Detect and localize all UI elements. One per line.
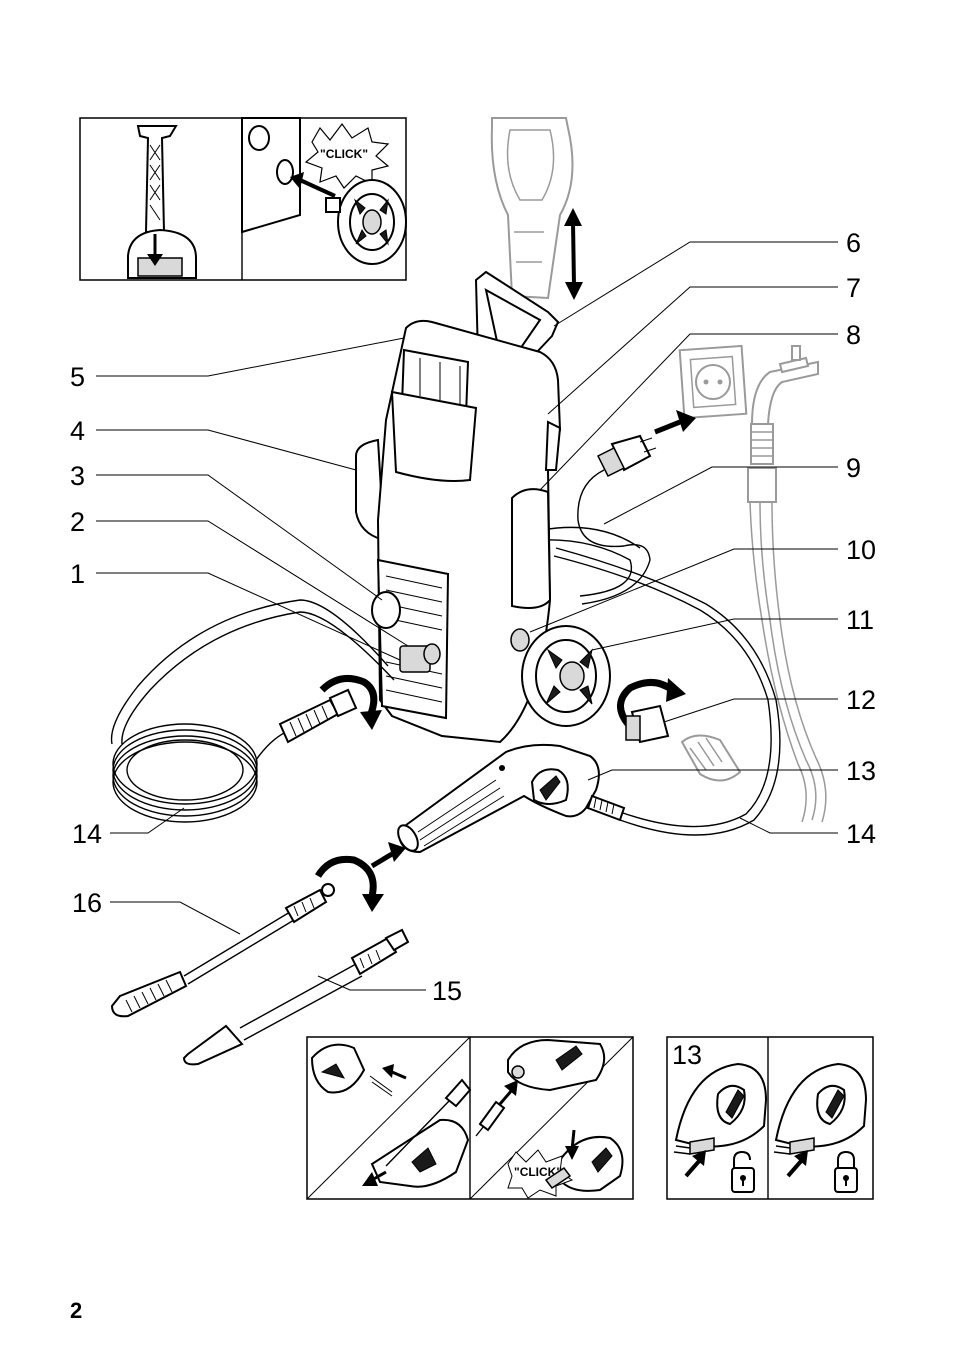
arrow-icon — [290, 172, 336, 198]
lock-closed-icon — [834, 1150, 858, 1193]
arrow-icon — [654, 410, 696, 435]
arrow-icon — [362, 1170, 387, 1186]
arrow-icon — [786, 1150, 808, 1178]
callout-labels: 1 2 3 4 5 6 7 8 9 10 11 12 13 14 14 15 1… — [70, 228, 876, 1006]
click-label: "CLICK" — [320, 147, 368, 161]
click-label-2: "CLICK" — [514, 1165, 562, 1179]
callout-6: 6 — [846, 228, 861, 258]
page-number: 2 — [70, 1298, 82, 1323]
tap-icon — [747, 345, 827, 823]
callout-3: 3 — [70, 461, 85, 491]
pressure-washer-body — [355, 270, 611, 744]
callout-15: 15 — [432, 976, 462, 1006]
callout-5: 5 — [70, 362, 85, 392]
callout-4: 4 — [70, 416, 85, 446]
callout-14-left: 14 — [72, 819, 102, 849]
arrow-icon — [498, 1080, 518, 1105]
arrow-icon — [382, 1064, 407, 1080]
power-plug — [539, 434, 657, 605]
wheel-click-illustration: "CLICK" — [241, 117, 407, 265]
callout-13: 13 — [846, 756, 876, 786]
lock-panel-label: 13 — [672, 1040, 702, 1070]
rotate-arrow-icon — [319, 674, 382, 730]
handle-insert-illustration — [127, 125, 197, 279]
inset-gun-hose-panel: "CLICK" — [306, 1036, 634, 1200]
spray-lance-15 — [182, 928, 410, 1066]
callout-12: 12 — [846, 685, 876, 715]
arrow-icon — [147, 234, 163, 266]
rotate-arrow-icon — [314, 855, 384, 912]
arrow-icon — [370, 842, 406, 869]
callout-11: 11 — [846, 605, 874, 635]
arrow-icon — [565, 1129, 579, 1160]
callout-7: 7 — [846, 273, 861, 303]
callout-16: 16 — [72, 888, 102, 918]
rotate-arrow-icon — [617, 678, 686, 727]
inset-lock-panel: 13 — [666, 1036, 874, 1200]
callout-1: 1 — [70, 559, 85, 589]
callout-8: 8 — [846, 320, 861, 350]
arrow-icon — [564, 208, 583, 300]
high-pressure-hose — [110, 547, 781, 836]
leader-lines — [96, 241, 838, 991]
water-connector — [625, 704, 742, 782]
inset-assembly-panel: "CLICK" — [79, 117, 407, 281]
arrow-icon — [684, 1150, 706, 1178]
callout-10: 10 — [846, 535, 876, 565]
callout-2: 2 — [70, 507, 85, 537]
lock-open-icon — [731, 1150, 755, 1193]
callout-9: 9 — [846, 453, 861, 483]
socket-icon — [678, 344, 748, 420]
callout-14-right: 14 — [846, 819, 876, 849]
spray-gun — [397, 743, 626, 854]
handle-raised-ghost — [490, 117, 574, 300]
spray-lance-16 — [110, 883, 335, 1018]
